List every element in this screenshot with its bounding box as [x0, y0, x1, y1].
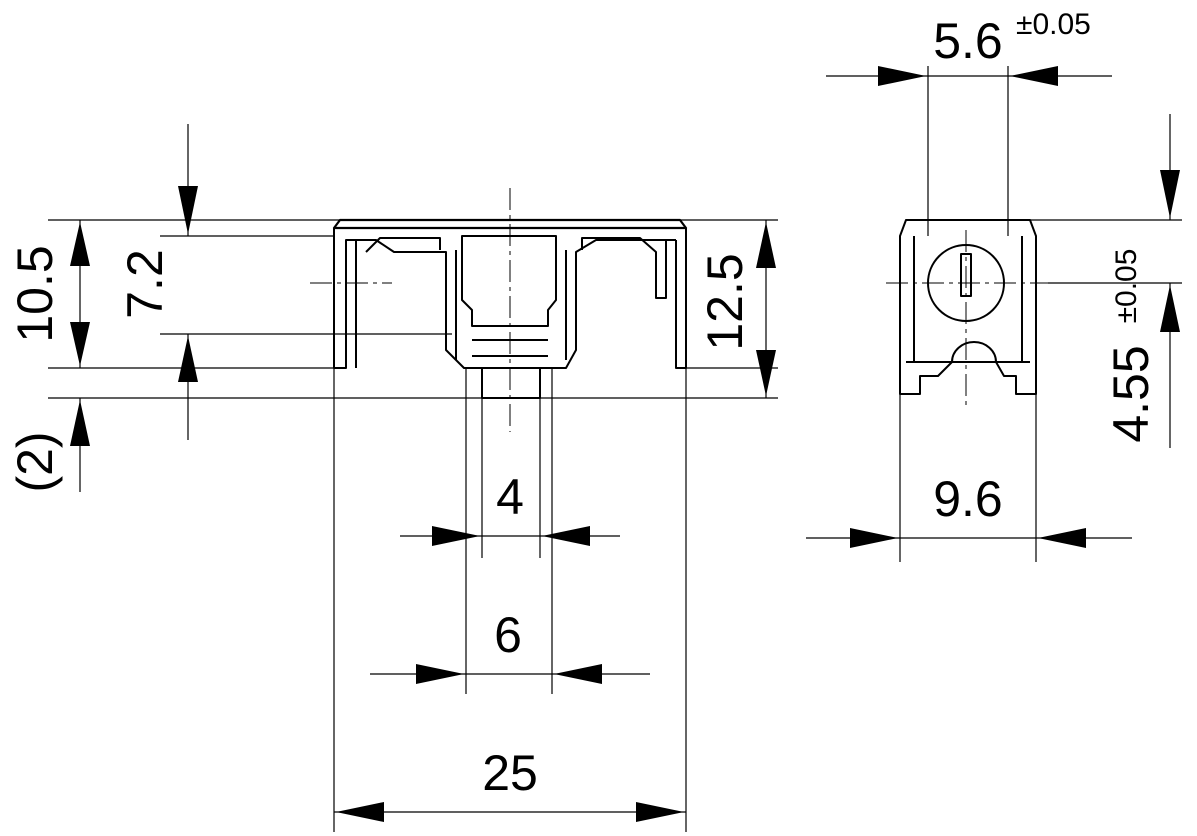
front-view-spring-left	[365, 237, 441, 253]
dim-9-6-label: 9.6	[933, 471, 1003, 527]
dim-10-5-label: 10.5	[7, 245, 63, 342]
dim-4-label: 4	[496, 469, 524, 525]
dim-2-label: (2)	[7, 431, 63, 492]
dimension-lines	[70, 66, 1180, 822]
dim-5-6-label: 5.6	[933, 13, 1003, 69]
dim-7-2-label: 7.2	[117, 249, 173, 319]
side-view-body	[899, 219, 1037, 395]
front-view	[310, 188, 688, 432]
dim-12-5-label: 12.5	[697, 253, 753, 350]
front-view-spring-right	[581, 237, 667, 299]
dim-4-55-label: 4.55	[1103, 345, 1159, 442]
dim-6-label: 6	[494, 607, 522, 663]
dim-25-label: 25	[482, 745, 538, 801]
front-view-center-slot	[461, 235, 557, 327]
side-view-inner	[906, 236, 1030, 363]
dimension-labels: 10.5 7.2 (2) 12.5 4 6 25 5.6 ±0.05 9.6 4…	[7, 8, 1159, 801]
extension-lines	[48, 66, 1182, 832]
dim-5-6-tolerance: ±0.05	[1016, 8, 1091, 41]
dim-4-55-tolerance: ±0.05	[1110, 249, 1143, 324]
side-view	[886, 219, 1048, 410]
